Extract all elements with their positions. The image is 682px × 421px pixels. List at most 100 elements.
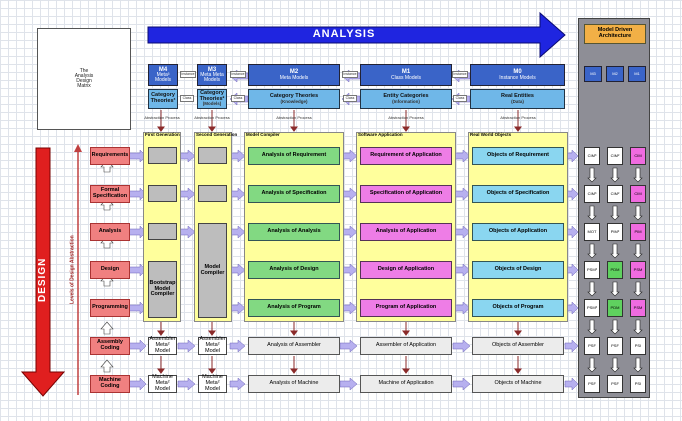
mda-cell: CIM² bbox=[607, 185, 623, 203]
real-world-object-cell: Objects of Design bbox=[472, 261, 564, 279]
mda-cell: PSM³ bbox=[584, 299, 600, 317]
mda-cell: CIM² bbox=[607, 147, 623, 165]
mda-cell: CIM bbox=[630, 147, 646, 165]
theory-title: Category Theories bbox=[269, 92, 319, 99]
model-compiler-cell: Analysis of Analysis bbox=[248, 223, 340, 241]
model-code: M4 bbox=[158, 66, 168, 73]
gen2-requirements-box bbox=[198, 147, 227, 164]
mda-top-m2: M2 bbox=[606, 66, 624, 82]
software-application-cell: Requirement of Application bbox=[360, 147, 452, 165]
class-link-label: Class bbox=[180, 95, 194, 102]
level-requirements: Requirements bbox=[90, 147, 130, 165]
row-arrows bbox=[128, 69, 579, 391]
mda-cell: PSM bbox=[630, 299, 646, 317]
mda-top-m3: M3 bbox=[584, 66, 602, 82]
level-up-arrows bbox=[100, 159, 114, 373]
theory-title: Real Entities bbox=[500, 92, 534, 99]
levels-arrow-head bbox=[74, 144, 82, 152]
theory-cube: Category Theories³ bbox=[148, 89, 178, 109]
real-world-object-cell: Objects of Program bbox=[472, 299, 564, 317]
model-code: M1 bbox=[401, 69, 411, 76]
abstraction-label: Abstraction Process bbox=[194, 115, 230, 121]
instance-link-label: Instance bbox=[452, 71, 468, 78]
bootstrap-model-compiler: Bootstrap Model Compiler bbox=[148, 261, 177, 318]
gen1-specification-box bbox=[148, 185, 177, 202]
gen1-analysis-box bbox=[148, 223, 177, 240]
column-header: Real World Objects bbox=[470, 132, 512, 137]
theory-sub: (Data) bbox=[511, 98, 524, 104]
mda-cell: PSM bbox=[630, 261, 646, 279]
level-machine-coding: Machine Coding bbox=[90, 375, 130, 393]
model-code: M2 bbox=[289, 69, 299, 76]
mda-cell: CIM³ bbox=[584, 185, 600, 203]
column-header: Software Application bbox=[358, 132, 403, 137]
mda-cell: CIM³ bbox=[584, 147, 600, 165]
real-world-object-cell: Objects of Requirement bbox=[472, 147, 564, 165]
model-compiler-tall: Model Compiler bbox=[198, 223, 227, 318]
gen1-requirements-box bbox=[148, 147, 177, 164]
gen1-assembler-meta-model: Assembler Meta² Model bbox=[148, 336, 177, 355]
model-name: Meta Models bbox=[279, 74, 309, 81]
theory-knowledge: Category Theories (Knowledge) bbox=[248, 89, 340, 109]
model-name: Meta Meta Models bbox=[200, 71, 224, 84]
theory-title: Category Theories³ bbox=[150, 92, 176, 104]
model-name: Class Models bbox=[390, 74, 421, 81]
level-formal-specification: Formal Specification bbox=[90, 185, 130, 203]
model-compiler-cell: Analysis of Specification bbox=[248, 185, 340, 203]
mda-title: Model Driven Architecture bbox=[584, 24, 646, 44]
software-application-cell: Specification of Application bbox=[360, 185, 452, 203]
theory-title: Entity Categories bbox=[383, 92, 429, 99]
model-compiler-cell: Analysis of Assembler bbox=[248, 337, 340, 355]
theory-title: Category Theories² bbox=[199, 89, 225, 102]
real-world-object-cell: Objects of Application bbox=[472, 223, 564, 241]
matrix-line-4: Matrix bbox=[77, 83, 91, 90]
abstraction-label: Abstraction Process bbox=[276, 115, 312, 121]
matrix-line-1: The bbox=[79, 67, 89, 74]
mda-cell: PSF bbox=[584, 337, 600, 355]
real-world-object-cell: Objects of Assembler bbox=[472, 337, 564, 355]
real-world-object-cell: Objects of Specification bbox=[472, 185, 564, 203]
real-world-object-cell: Objects of Machine bbox=[472, 375, 564, 393]
mda-top-m1: M1 bbox=[628, 66, 646, 82]
mda-cell: PSI bbox=[630, 337, 646, 355]
mda-cell: PSF bbox=[607, 337, 623, 355]
analysis-arrow bbox=[147, 11, 566, 59]
mda-cell: PSI bbox=[630, 375, 646, 393]
software-application-cell: Machine of Application bbox=[360, 375, 452, 393]
instance-link-label: Instance bbox=[180, 71, 196, 78]
theory-sub: (Information) bbox=[392, 98, 420, 104]
real-entities: Real Entities (Data) bbox=[470, 89, 565, 109]
software-application-cell: Program of Application bbox=[360, 299, 452, 317]
level-design: Design bbox=[90, 261, 130, 279]
column-header: Second Generation bbox=[196, 132, 238, 137]
gen2-specification-box bbox=[198, 185, 227, 202]
gen2-machine-meta-model: Machine Meta² Model bbox=[198, 374, 227, 393]
gen2-assembler-meta-model: Assembler Meta² Model bbox=[198, 336, 227, 355]
theory-square: Category Theories² (Models) bbox=[197, 89, 227, 109]
instance-link-label: Instance bbox=[230, 71, 246, 78]
level-assembly-coding: Assembly Coding bbox=[90, 337, 130, 355]
mda-cell: MOT bbox=[584, 223, 600, 241]
model-compiler-cell: Analysis of Design bbox=[248, 261, 340, 279]
level-programming: Programming bbox=[90, 299, 130, 317]
mda-cell: PDM bbox=[607, 299, 623, 317]
model-name: Meta³ Models bbox=[154, 71, 172, 84]
matrix-line-2: Analysis bbox=[74, 72, 94, 79]
software-application-cell: Analysis of Application bbox=[360, 223, 452, 241]
mda-cell: PDM bbox=[607, 261, 623, 279]
level-analysis: Analysis bbox=[90, 223, 130, 241]
column-header: Model Compiler bbox=[246, 132, 280, 137]
mda-cell: PIM bbox=[630, 223, 646, 241]
mda-cell: PSF bbox=[584, 375, 600, 393]
model-compiler-cell: Analysis of Program bbox=[248, 299, 340, 317]
theory-sub: (Knowledge) bbox=[280, 98, 308, 104]
instance-link-label: Instance bbox=[342, 71, 358, 78]
abstraction-label: Abstraction Process bbox=[144, 115, 180, 121]
class-link-label: Class bbox=[453, 95, 467, 102]
mda-cell: PIM² bbox=[607, 223, 623, 241]
abstraction-label: Abstraction Process bbox=[388, 115, 424, 121]
